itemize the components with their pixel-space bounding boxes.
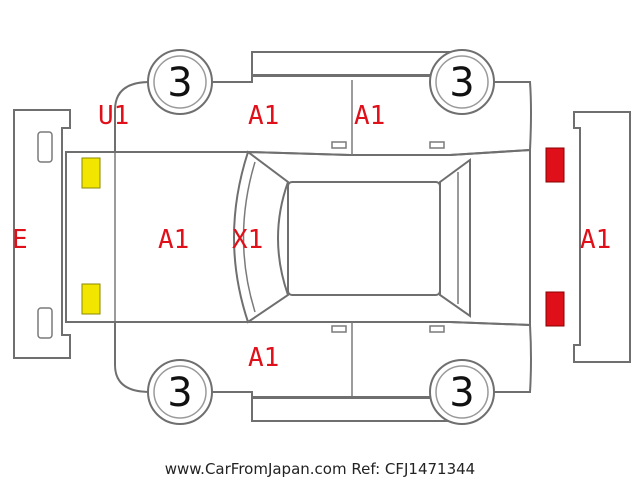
tire-front-left-label: 3 xyxy=(167,60,192,106)
code-windshield: X1 xyxy=(232,225,263,255)
front-bumper-vent-top xyxy=(37,131,53,163)
taillight-right xyxy=(545,291,565,327)
footer-reference: www.CarFromJapan.com Ref: CFJ1471344 xyxy=(165,460,475,478)
right-front-door-handle xyxy=(331,325,347,333)
code-left-fender: U1 xyxy=(98,101,129,131)
tire-front-left: 3 xyxy=(147,49,213,115)
tire-rear-right: 3 xyxy=(429,359,495,425)
right-roof-rail xyxy=(251,396,451,422)
rear-bumper xyxy=(573,111,631,363)
code-hood: A1 xyxy=(158,225,189,255)
right-rear-door-handle xyxy=(429,325,445,333)
headlight-right xyxy=(81,283,101,315)
tire-rear-right-label: 3 xyxy=(449,370,474,416)
tire-front-right-label: 3 xyxy=(449,60,474,106)
tire-front-right: 3 xyxy=(429,49,495,115)
rear-window xyxy=(439,158,471,318)
headlight-left xyxy=(81,157,101,189)
left-roof-rail xyxy=(251,51,451,77)
code-left-front-door: A1 xyxy=(248,101,279,131)
front-bumper-vent-bottom xyxy=(37,307,53,339)
left-rear-door-handle xyxy=(429,141,445,149)
roof xyxy=(287,181,441,296)
left-front-door-handle xyxy=(331,141,347,149)
code-rear-bumper: A1 xyxy=(580,225,611,255)
windshield-inner xyxy=(242,161,256,313)
taillight-left xyxy=(545,147,565,183)
car-body-outline xyxy=(65,148,531,327)
code-front-bumper: E xyxy=(12,225,28,255)
code-right-front-door: A1 xyxy=(248,343,279,373)
code-left-rear-door: A1 xyxy=(354,101,385,131)
tire-rear-left-label: 3 xyxy=(167,370,192,416)
front-bumper xyxy=(13,109,71,359)
tire-rear-left: 3 xyxy=(147,359,213,425)
